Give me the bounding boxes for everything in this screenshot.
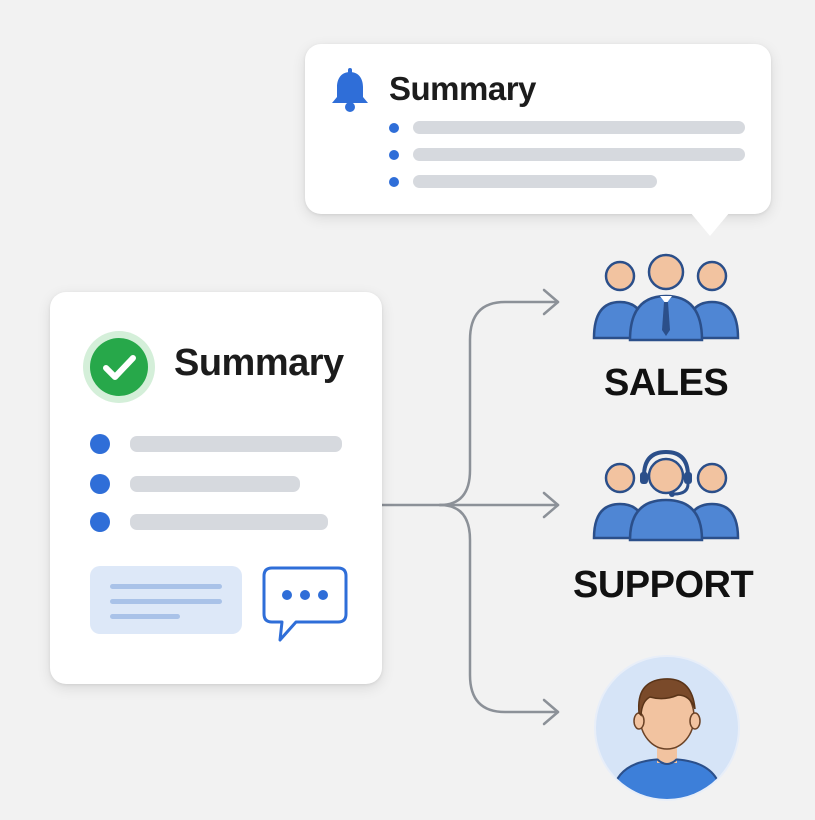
support-team-icon [592, 449, 740, 542]
support-label: SUPPORT [573, 564, 754, 606]
check-circle-icon [83, 331, 155, 403]
person-avatar-icon [594, 655, 740, 801]
list-bullet [389, 123, 399, 133]
arrow-sales [542, 288, 560, 316]
placeholder-line [130, 436, 342, 452]
notification-card: Summary [305, 44, 771, 214]
arrow-support [542, 491, 560, 519]
bell-icon [332, 68, 368, 112]
message-preview [90, 566, 242, 634]
sales-team-icon [592, 253, 740, 342]
notification-title: Summary [389, 70, 536, 107]
sales-label: SALES [604, 362, 729, 404]
list-bullet [389, 150, 399, 160]
list-bullet [90, 434, 110, 454]
placeholder-line [413, 175, 657, 188]
placeholder-line [413, 121, 745, 134]
placeholder-line [130, 514, 328, 530]
summary-title: Summary [174, 342, 344, 384]
summary-card: Summary [50, 292, 382, 684]
list-bullet [90, 474, 110, 494]
placeholder-line [130, 476, 300, 492]
list-bullet [389, 177, 399, 187]
placeholder-line [413, 148, 745, 161]
callout-pointer [690, 212, 730, 236]
chat-bubble-icon [262, 566, 348, 642]
arrow-person [542, 698, 560, 726]
list-bullet [90, 512, 110, 532]
